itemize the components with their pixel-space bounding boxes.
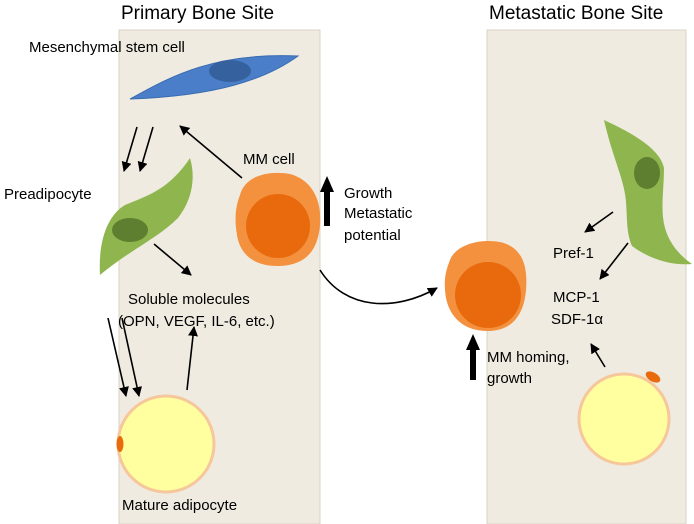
arrow-msc-to-preadipocyte-1 [121,126,138,172]
arrow-adipocyte-to-soluble [186,326,198,391]
potential-label: potential [344,227,401,244]
arrow-metastasis-curve [319,269,438,305]
soluble-molecules-label: Soluble molecules [128,291,250,308]
soluble-molecules-examples: (OPN, VEGF, IL-6, etc.) [118,313,275,330]
metastatic-mm-cell-nucleus [455,262,521,328]
preadipocyte-cell [99,158,193,275]
metastatic-mature-adipocyte-nucleus [645,371,661,383]
mature-adipocyte-nucleus [116,436,124,452]
growth-homing-label: growth [487,370,533,387]
mm-homing-label: MM homing, [487,349,570,366]
metastatic-preadipocyte-nucleus [634,157,660,189]
arrow-msc-to-preadipocyte-2 [137,126,154,172]
mesenchymal-stem-cell-label: Mesenchymal stem cell [29,39,185,56]
pref1-label: Pref-1 [553,245,594,262]
arrow-mm-to-msc [179,125,243,179]
primary-bone-site-title: Primary Bone Site [121,3,275,24]
arrow-adipocyte-to-sdf1a [590,343,606,368]
arrow-preadipocyte-to-adipocyte-1 [107,317,129,397]
arrow-preadipocyte-to-mcp1 [599,242,629,280]
metastatic-bone-site-title: Metastatic Bone Site [489,3,664,24]
preadipocyte-nucleus [112,218,148,242]
mature-adipocyte [116,394,216,494]
mature-adipocyte-label: Mature adipocyte [122,497,238,514]
metastatic-mature-adipocyte [577,372,671,466]
growth-label: Growth [344,185,393,202]
arrow-preadipocyte-to-pref1 [584,211,614,233]
mm-cell-nucleus [246,194,310,258]
homing-up-arrow [466,334,480,380]
growth-up-arrow [320,176,334,226]
mcp1-label: MCP-1 [553,289,600,306]
mesenchymal-stem-cell-nucleus [209,60,251,82]
arrow-preadipocyte-to-adipocyte-2 [121,317,142,397]
arrow-preadipocyte-to-soluble [153,243,192,276]
metastatic-label: Metastatic [344,205,413,222]
preadipocyte-label: Preadipocyte [4,186,92,203]
mm-cell-label: MM cell [243,151,295,168]
sdf1a-label: SDF-1α [551,311,604,328]
metastatic-preadipocyte-cell [604,120,692,265]
